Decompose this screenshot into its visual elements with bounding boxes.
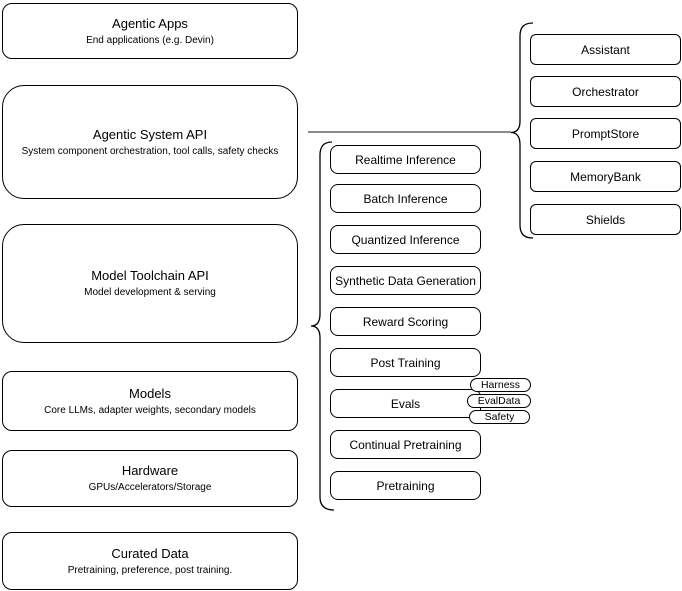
node-memorybank: MemoryBank xyxy=(530,161,681,192)
node-subtitle: End applications (e.g. Devin) xyxy=(86,34,214,46)
node-hardware: Hardware GPUs/Accelerators/Storage xyxy=(2,450,298,507)
node-orchestrator: Orchestrator xyxy=(530,76,681,107)
system-api-brace xyxy=(510,22,534,239)
node-subtitle: Model development & serving xyxy=(84,287,216,298)
node-title: Agentic System API xyxy=(92,126,208,142)
tag-label: EvalData xyxy=(477,394,521,407)
node-label: Continual Pretraining xyxy=(349,437,462,452)
tag-harness: Harness xyxy=(470,378,531,392)
node-agentic-apps: Agentic Apps End applications (e.g. Devi… xyxy=(2,3,298,59)
tag-label: Safety xyxy=(484,410,515,423)
node-title: Models xyxy=(129,385,171,401)
node-subtitle: Core LLMs, adapter weights, secondary mo… xyxy=(44,404,256,416)
node-subtitle: GPUs/Accelerators/Storage xyxy=(88,482,212,493)
node-label: PromptStore xyxy=(571,126,640,141)
node-label: Orchestrator xyxy=(572,84,639,99)
node-subtitle: Pretraining, preference, post training. xyxy=(67,564,233,576)
node-label: Batch Inference xyxy=(363,191,448,206)
node-title: Curated Data xyxy=(111,545,189,561)
node-continual-pretraining: Continual Pretraining xyxy=(330,430,481,459)
node-shields: Shields xyxy=(530,204,681,235)
node-promptstore: PromptStore xyxy=(530,118,681,149)
node-quantized-inference: Quantized Inference xyxy=(330,225,481,254)
node-reward-scoring: Reward Scoring xyxy=(330,307,481,336)
toolchain-brace xyxy=(310,141,335,511)
node-agentic-system-api: Agentic System API System component orch… xyxy=(2,85,298,199)
node-assistant: Assistant xyxy=(530,34,681,65)
node-models: Models Core LLMs, adapter weights, secon… xyxy=(2,371,298,431)
node-synthetic-data-generation: Synthetic Data Generation xyxy=(330,266,481,295)
node-batch-inference: Batch Inference xyxy=(330,184,481,213)
node-label: Realtime Inference xyxy=(355,152,456,167)
node-label: Post Training xyxy=(370,355,441,370)
node-curated-data: Curated Data Pretraining, preference, po… xyxy=(2,532,298,590)
node-label: Assistant xyxy=(581,42,630,57)
tag-evaldata: EvalData xyxy=(467,394,531,408)
node-title: Hardware xyxy=(121,463,179,478)
node-evals: Evals xyxy=(330,389,481,418)
node-model-toolchain-api: Model Toolchain API Model development & … xyxy=(2,224,298,343)
node-realtime-inference: Realtime Inference xyxy=(330,145,481,174)
node-title: Model Toolchain API xyxy=(91,268,209,283)
node-label: Quantized Inference xyxy=(351,232,460,247)
node-label: Pretraining xyxy=(376,478,435,493)
node-label: Shields xyxy=(585,212,626,227)
node-label: MemoryBank xyxy=(570,169,641,184)
node-post-training: Post Training xyxy=(330,348,481,377)
node-pretraining: Pretraining xyxy=(330,471,481,500)
tag-safety: Safety xyxy=(469,410,530,424)
node-subtitle: System component orchestration, tool cal… xyxy=(21,145,279,157)
node-label: Reward Scoring xyxy=(362,314,449,329)
node-label: Evals xyxy=(390,396,421,411)
node-label: Synthetic Data Generation xyxy=(335,273,476,288)
tag-label: Harness xyxy=(480,378,521,391)
node-title: Agentic Apps xyxy=(112,15,188,31)
